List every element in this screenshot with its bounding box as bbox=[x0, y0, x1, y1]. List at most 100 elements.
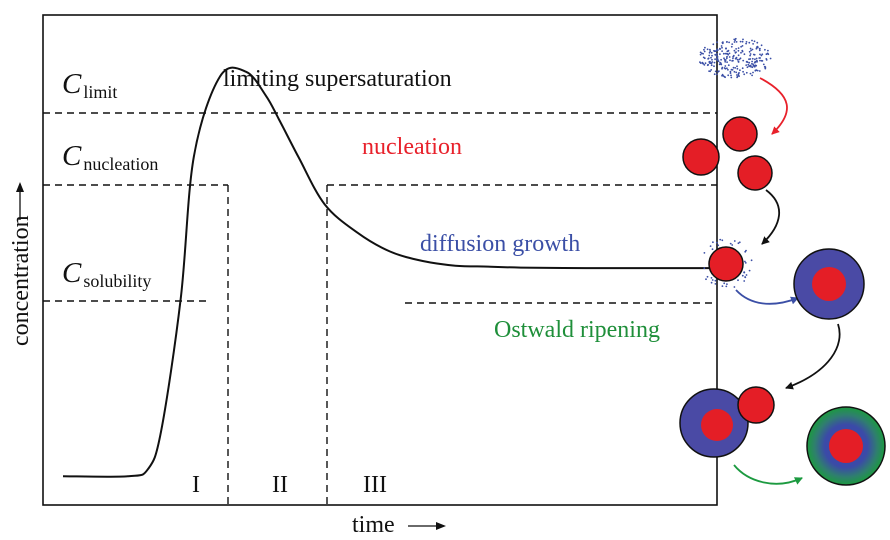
monomer-dot bbox=[706, 48, 709, 51]
monomer-dot bbox=[711, 61, 714, 63]
monomer-dot bbox=[714, 283, 717, 285]
monomer-dot bbox=[755, 46, 758, 48]
monomer-dot bbox=[758, 57, 761, 59]
monomer-dot bbox=[745, 42, 747, 45]
diffusion-growth-text: diffusion growth bbox=[420, 231, 580, 257]
monomer-dot bbox=[717, 60, 720, 63]
monomer-dot bbox=[709, 60, 711, 63]
monomer-dot bbox=[739, 57, 742, 60]
monomer-dot bbox=[743, 53, 746, 56]
monomer-dot bbox=[710, 56, 712, 59]
red-arrow-icon bbox=[759, 77, 788, 135]
monomer-dot bbox=[758, 49, 761, 52]
monomer-dot bbox=[744, 262, 747, 264]
monomer-dot bbox=[721, 67, 723, 70]
stage-label-i: I bbox=[192, 472, 200, 498]
monomer-dot bbox=[706, 64, 709, 67]
monomer-dot bbox=[748, 41, 751, 44]
monomer-dot bbox=[746, 66, 749, 69]
monomer-dot bbox=[721, 285, 724, 287]
y-axis-label: concentration bbox=[8, 182, 34, 346]
monomer-dot bbox=[739, 69, 741, 72]
monomer-dot bbox=[719, 53, 721, 55]
monomer-dot bbox=[767, 53, 770, 56]
monomer-dot bbox=[727, 68, 729, 71]
monomer-dot bbox=[729, 242, 732, 245]
monomer-dot bbox=[736, 74, 738, 76]
monomer-dot bbox=[704, 46, 706, 49]
monomer-dot bbox=[703, 252, 706, 254]
monomer-dot bbox=[719, 61, 721, 64]
monomer-dot bbox=[731, 43, 734, 45]
monomer-dot bbox=[720, 58, 722, 61]
monomer-dot bbox=[714, 279, 717, 282]
monomer-dot bbox=[725, 47, 727, 50]
monomer-dot bbox=[721, 239, 724, 242]
monomer-dot bbox=[752, 71, 754, 74]
black-arrow-icon-2 bbox=[785, 323, 841, 390]
monomer-dot bbox=[754, 69, 757, 72]
monomer-dot bbox=[733, 240, 736, 242]
monomer-dot bbox=[714, 53, 717, 56]
monomer-dot bbox=[750, 259, 753, 262]
monomer-dot bbox=[723, 67, 726, 69]
monomer-dot bbox=[703, 50, 706, 53]
monomer-dot bbox=[710, 277, 713, 279]
monomer-dot bbox=[761, 53, 764, 56]
monomer-dot bbox=[745, 274, 748, 276]
monomer-dot bbox=[715, 73, 718, 76]
monomer-dot bbox=[716, 55, 719, 58]
blue-arrow-icon bbox=[735, 289, 799, 305]
monomer-dot bbox=[732, 57, 734, 60]
monomer-dot bbox=[719, 238, 722, 241]
monomer-dot bbox=[725, 285, 728, 288]
monomer-dot bbox=[731, 60, 733, 62]
monomer-dot bbox=[738, 72, 740, 74]
monomer-dot bbox=[706, 275, 709, 278]
x-axis-label-text: time bbox=[352, 512, 395, 538]
monomer-dot bbox=[720, 45, 723, 47]
monomer-dot bbox=[722, 52, 725, 55]
monomer-dot bbox=[731, 244, 734, 246]
monomer-dot bbox=[762, 63, 765, 66]
monomer-dot bbox=[749, 64, 752, 67]
monomer-dot bbox=[714, 70, 717, 73]
monomer-dot bbox=[759, 53, 761, 56]
monomer-dot bbox=[730, 74, 732, 77]
monomer-dot bbox=[704, 62, 707, 65]
monomer-dot bbox=[728, 52, 731, 55]
monomer-dot bbox=[754, 60, 757, 63]
nucleation-text: nucleation bbox=[362, 134, 462, 160]
monomer-dot bbox=[744, 276, 747, 279]
monomer-dot bbox=[741, 49, 744, 52]
monomer-dot bbox=[755, 57, 758, 60]
monomer-dot bbox=[747, 63, 750, 66]
monomer-dot bbox=[748, 269, 751, 272]
monomer-dot bbox=[733, 41, 736, 43]
monomer-dot bbox=[737, 49, 740, 52]
monomer-dot bbox=[755, 47, 758, 50]
monomer-dot bbox=[752, 53, 755, 56]
monomer-dot bbox=[733, 286, 736, 288]
monomer-dot bbox=[717, 244, 720, 247]
monomer-dot bbox=[723, 57, 725, 60]
monomer-dot bbox=[713, 49, 715, 52]
monomer-dot bbox=[754, 58, 756, 61]
monomer-dot bbox=[737, 74, 740, 76]
monomer-dot bbox=[759, 59, 761, 62]
monomer-dot bbox=[741, 40, 744, 43]
monomer-dot bbox=[740, 51, 742, 54]
monomer-dot bbox=[736, 58, 739, 61]
monomer-dot bbox=[730, 45, 733, 48]
monomer-dot bbox=[733, 70, 736, 73]
monomer-dot bbox=[709, 245, 712, 248]
monomer-dot bbox=[756, 41, 759, 44]
monomer-dot bbox=[729, 59, 731, 62]
monomer-dot bbox=[716, 241, 718, 244]
monomer-dot bbox=[737, 242, 740, 245]
x-axis-label: time bbox=[352, 512, 446, 538]
monomer-dot bbox=[699, 53, 702, 56]
monomer-dot bbox=[736, 67, 739, 70]
